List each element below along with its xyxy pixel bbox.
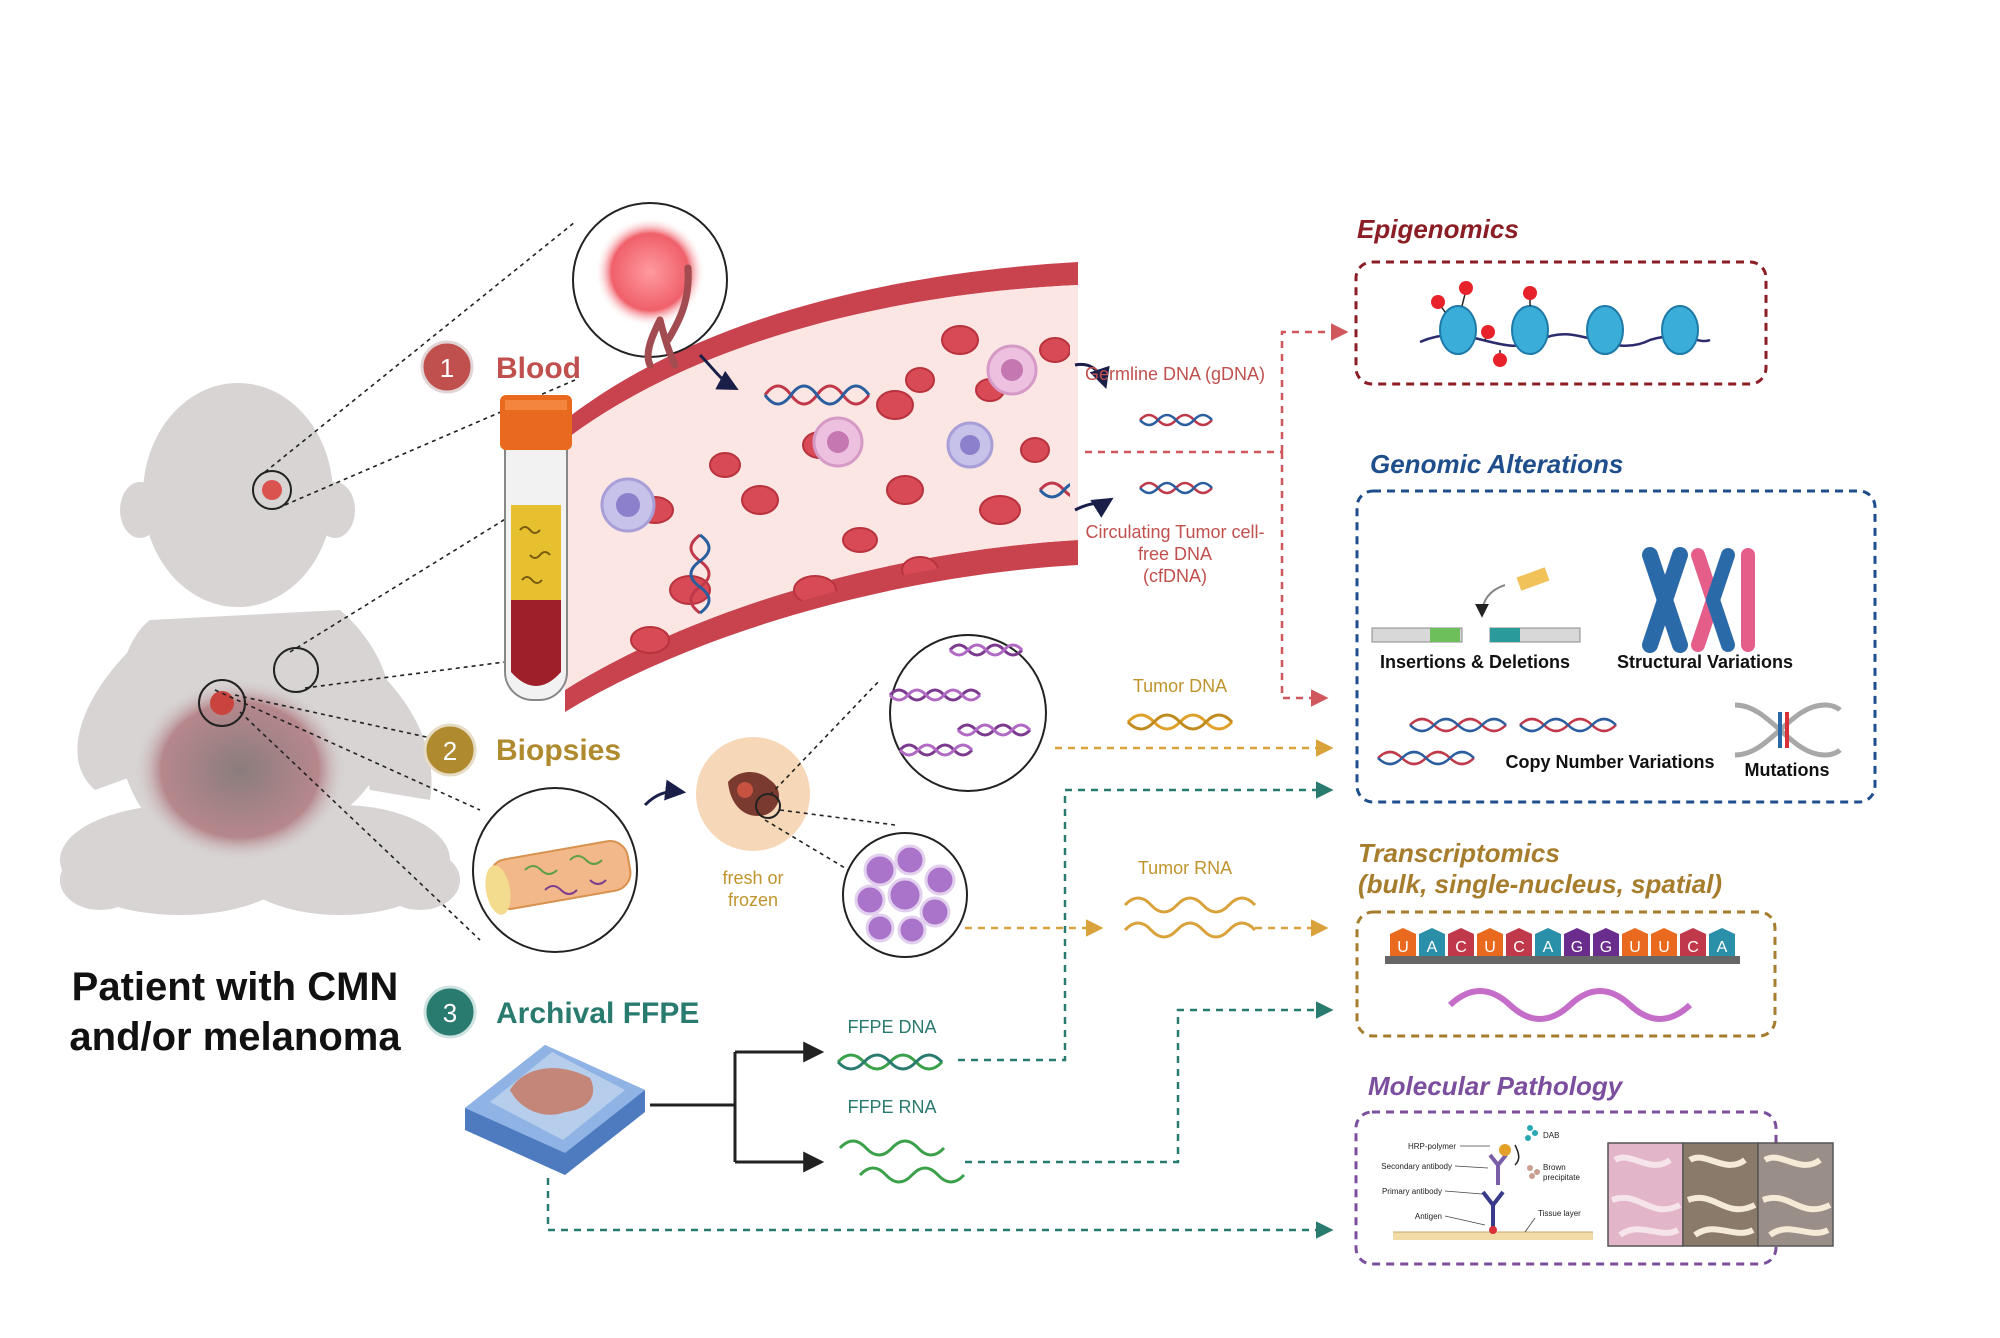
- structural-variations-icon: [1642, 547, 1755, 653]
- blood-connectors: [1085, 323, 1349, 707]
- transcriptomics-title-line1: Transcriptomics: [1358, 838, 1560, 868]
- rna-base-tile: [1709, 928, 1735, 956]
- rna-base-letter: C: [1513, 939, 1525, 956]
- source-badge-ffpe: 3 Archival FFPE: [423, 985, 699, 1039]
- rna-backbone: [1385, 956, 1740, 964]
- ihc-hrp-label: HRP-polymer: [1408, 1142, 1456, 1151]
- ffpe-dna-icon: [836, 1053, 944, 1071]
- nucleosome-icon: [1419, 281, 1711, 367]
- source-label-biopsies: Biopsies: [496, 734, 621, 767]
- rna-base-tile: [1593, 928, 1619, 956]
- molpath-title: Molecular Pathology: [1368, 1071, 1624, 1101]
- ffpe-connectors: [546, 781, 1334, 1239]
- rna-base-tile: [1419, 928, 1445, 956]
- source-badge-biopsies: 2 Biopsies: [423, 723, 621, 777]
- rna-base-tile: [1564, 928, 1590, 956]
- ihc-brown-label-1: Brown: [1543, 1163, 1566, 1172]
- cfdna-label-line3: (cfDNA): [1143, 566, 1207, 586]
- ihc-secondary-label: Secondary antibody: [1381, 1162, 1452, 1171]
- ihc-tissue-label: Tissue layer: [1538, 1209, 1581, 1218]
- rna-strand-icon: [1447, 988, 1693, 1022]
- rna-base-letter: A: [1427, 939, 1438, 956]
- ffpe-rna-label: FFPE RNA: [847, 1097, 936, 1117]
- tumor-rna-label: Tumor RNA: [1138, 858, 1232, 878]
- biopsy-core-circle: [472, 787, 638, 953]
- biopsy-connectors: [965, 739, 1334, 937]
- epigenomics-title: Epigenomics: [1357, 214, 1519, 244]
- rna-base-tile: [1477, 928, 1503, 956]
- ffpe-block: [465, 1045, 645, 1175]
- cnv-label: Copy Number Variations: [1505, 752, 1714, 772]
- ihc-dab-label: DAB: [1543, 1131, 1559, 1140]
- cfdna-label-line1: Circulating Tumor cell-: [1085, 522, 1264, 542]
- rna-base-tile: [1651, 928, 1677, 956]
- rna-base-tile: [1506, 928, 1532, 956]
- cfdna-label-line2: free DNA: [1138, 544, 1212, 564]
- biopsy-arrow: [643, 779, 687, 807]
- ffpe-dna-label: FFPE DNA: [847, 1017, 936, 1037]
- structural-variations-label: Structural Variations: [1617, 652, 1793, 672]
- tumor-dna-icon: [1126, 713, 1234, 731]
- ffpe-rna-icon: [838, 1139, 966, 1184]
- blood-vessel: [565, 262, 1114, 712]
- rna-base-tile: [1535, 928, 1561, 956]
- genomic-title: Genomic Alterations: [1370, 449, 1623, 479]
- ffpe-branch-arrows: [650, 1041, 825, 1173]
- patient-silhouette: [60, 383, 460, 915]
- tumor-dna-zoom-circle: [888, 634, 1047, 792]
- indels-label: Insertions & Deletions: [1380, 652, 1570, 672]
- source-label-blood: Blood: [496, 352, 581, 385]
- rna-base-letter: A: [1717, 939, 1728, 956]
- mutations-icon: [1734, 702, 1842, 758]
- germline-dna-label: Germline DNA (gDNA): [1085, 364, 1265, 384]
- rna-base-letter: U: [1629, 939, 1641, 956]
- source-badge-blood: 1 Blood: [420, 340, 581, 394]
- fresh-frozen-label-line2: frozen: [728, 890, 778, 910]
- rna-base-letter: C: [1687, 939, 1699, 956]
- rna-base-letter: G: [1571, 939, 1583, 956]
- tumor-cells-zoom-circle: [842, 832, 968, 958]
- mutations-label: Mutations: [1745, 760, 1830, 780]
- zoom-lines: [214, 221, 576, 941]
- rna-base-letter: C: [1455, 939, 1467, 956]
- ihc-brown-label-2: precipitate: [1543, 1173, 1580, 1182]
- germline-dna-icon: [1139, 413, 1213, 427]
- rna-base-tile: [1680, 928, 1706, 956]
- source-number-biopsies: 2: [443, 736, 457, 766]
- indels-icon: [1371, 567, 1581, 643]
- source-number-ffpe: 3: [443, 998, 457, 1028]
- rna-base-tile: [1622, 928, 1648, 956]
- source-number-blood: 1: [440, 353, 454, 383]
- biopsy-tissue-sample: [696, 737, 810, 851]
- tumor-rna-icon: [1123, 896, 1257, 939]
- fresh-frozen-label-line1: fresh or: [722, 868, 783, 888]
- tumor-zoom-circle: [572, 202, 728, 369]
- rna-base-letter: U: [1397, 939, 1409, 956]
- epigenomics-panel: [1354, 260, 1768, 386]
- ihc-diagram: [1393, 1125, 1593, 1240]
- transcriptomics-panel: [1355, 910, 1777, 1038]
- rna-base-letter: A: [1543, 939, 1554, 956]
- rna-base-letter: G: [1600, 939, 1612, 956]
- patient-label-line2: and/or melanoma: [69, 1015, 401, 1059]
- genomic-panel: [1355, 489, 1877, 804]
- patient-label-line1: Patient with CMN: [72, 965, 399, 1009]
- histology-tiles: [1607, 1142, 1834, 1247]
- blood-tube: [500, 395, 572, 701]
- cnv-icon: [1377, 717, 1617, 766]
- rna-base-tile: [1390, 928, 1416, 956]
- rna-base-letter: U: [1658, 939, 1670, 956]
- rna-base-tile: [1448, 928, 1474, 956]
- ihc-antigen-label: Antigen: [1415, 1212, 1442, 1221]
- cfdna-icon: [1139, 481, 1213, 495]
- tumor-dna-label: Tumor DNA: [1133, 676, 1227, 696]
- rna-base-letter: U: [1484, 939, 1496, 956]
- transcriptomics-title-line2: (bulk, single-nucleus, spatial): [1358, 869, 1722, 899]
- source-label-ffpe: Archival FFPE: [496, 997, 699, 1030]
- ihc-primary-label: Primary antibody: [1382, 1187, 1442, 1196]
